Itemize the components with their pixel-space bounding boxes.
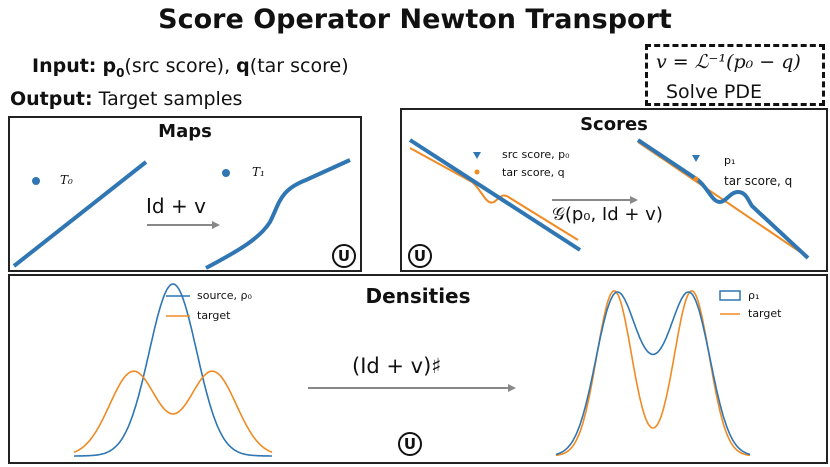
legend-tar2-label: tar score, q bbox=[724, 174, 793, 188]
src-score-curve bbox=[408, 138, 582, 252]
target-density-curve-right bbox=[555, 290, 751, 457]
maps-panel: Maps T₀ T₁ Id + v U bbox=[8, 116, 362, 272]
legend-t0-marker bbox=[32, 177, 40, 185]
legend-target2-label: target bbox=[748, 307, 782, 320]
scores-arrow-label: 𝒢(p₀, Id + v) bbox=[552, 204, 663, 225]
rho1-density-histogram bbox=[555, 291, 751, 456]
scores-arrow-head bbox=[630, 196, 638, 204]
source-density-curve bbox=[74, 283, 272, 457]
densities-arrow-head bbox=[508, 384, 516, 392]
densities-title: Densities bbox=[365, 284, 471, 308]
legend-t0-label: T₀ bbox=[60, 173, 73, 187]
input-p-symbol: p0 bbox=[102, 55, 125, 80]
legend-rho1-label: ρ₁ bbox=[748, 289, 760, 302]
equation-formula: v = ℒ⁻¹(p₀ − q) bbox=[656, 51, 801, 73]
densities-panel: Densities source, ρ₀ target ρ₁ target (I… bbox=[8, 274, 828, 464]
densities-arrow-label: (Id + v)♯ bbox=[352, 354, 442, 378]
equation-caption: Solve PDE bbox=[666, 81, 763, 103]
tar-score-curve-left bbox=[409, 147, 579, 241]
legend-rho1-box bbox=[719, 290, 741, 301]
input-line: Input: p0(src score), q(tar score) bbox=[32, 55, 349, 80]
input-label: Input: bbox=[32, 55, 97, 77]
legend-tar-label: tar score, q bbox=[502, 166, 565, 179]
legend-src-label: src score, p₀ bbox=[502, 148, 570, 161]
output-line: Output: Target samples bbox=[10, 88, 242, 110]
maps-title: Maps bbox=[158, 121, 212, 142]
scores-plot bbox=[408, 138, 810, 260]
densities-plot bbox=[73, 283, 751, 457]
scores-title: Scores bbox=[580, 114, 648, 135]
legend-target-label: target bbox=[197, 309, 231, 322]
map-t1-curve bbox=[205, 158, 351, 270]
densities-right-plot bbox=[555, 290, 751, 457]
legend-source-label: source, ρ₀ bbox=[197, 289, 252, 302]
output-text: Target samples bbox=[98, 88, 243, 110]
maps-u-badge: U bbox=[332, 244, 356, 268]
legend-t1-marker bbox=[222, 169, 230, 177]
legend-tar2-marker bbox=[693, 176, 699, 182]
input-q-desc: (tar score) bbox=[249, 55, 349, 77]
legend-tar-marker bbox=[474, 169, 480, 175]
scores-panel: Scores src score, p₀ tar score, q p₁ tar… bbox=[400, 108, 828, 272]
output-label: Output: bbox=[10, 88, 93, 110]
input-p-desc: (src score), bbox=[124, 55, 231, 77]
maps-arrow-label: Id + v bbox=[146, 194, 206, 218]
equation-box: v = ℒ⁻¹(p₀ − q) Solve PDE bbox=[645, 44, 825, 106]
input-q-symbol: q bbox=[236, 55, 250, 77]
scores-u-badge: U bbox=[408, 244, 432, 268]
maps-plot bbox=[12, 158, 351, 270]
legend-p1-label: p₁ bbox=[724, 154, 736, 167]
p1-score-curve bbox=[636, 138, 810, 260]
legend-p1-marker bbox=[692, 155, 700, 162]
densities-u-badge: U bbox=[398, 432, 422, 456]
densities-left-plot bbox=[73, 283, 273, 457]
map-t0-curve bbox=[12, 160, 148, 268]
target-density-curve-left bbox=[73, 370, 273, 454]
maps-arrow-head bbox=[212, 221, 220, 229]
legend-src-marker bbox=[473, 152, 481, 159]
legend-t1-label: T₁ bbox=[252, 165, 265, 179]
diagram-title: Score Operator Newton Transport bbox=[158, 4, 672, 35]
